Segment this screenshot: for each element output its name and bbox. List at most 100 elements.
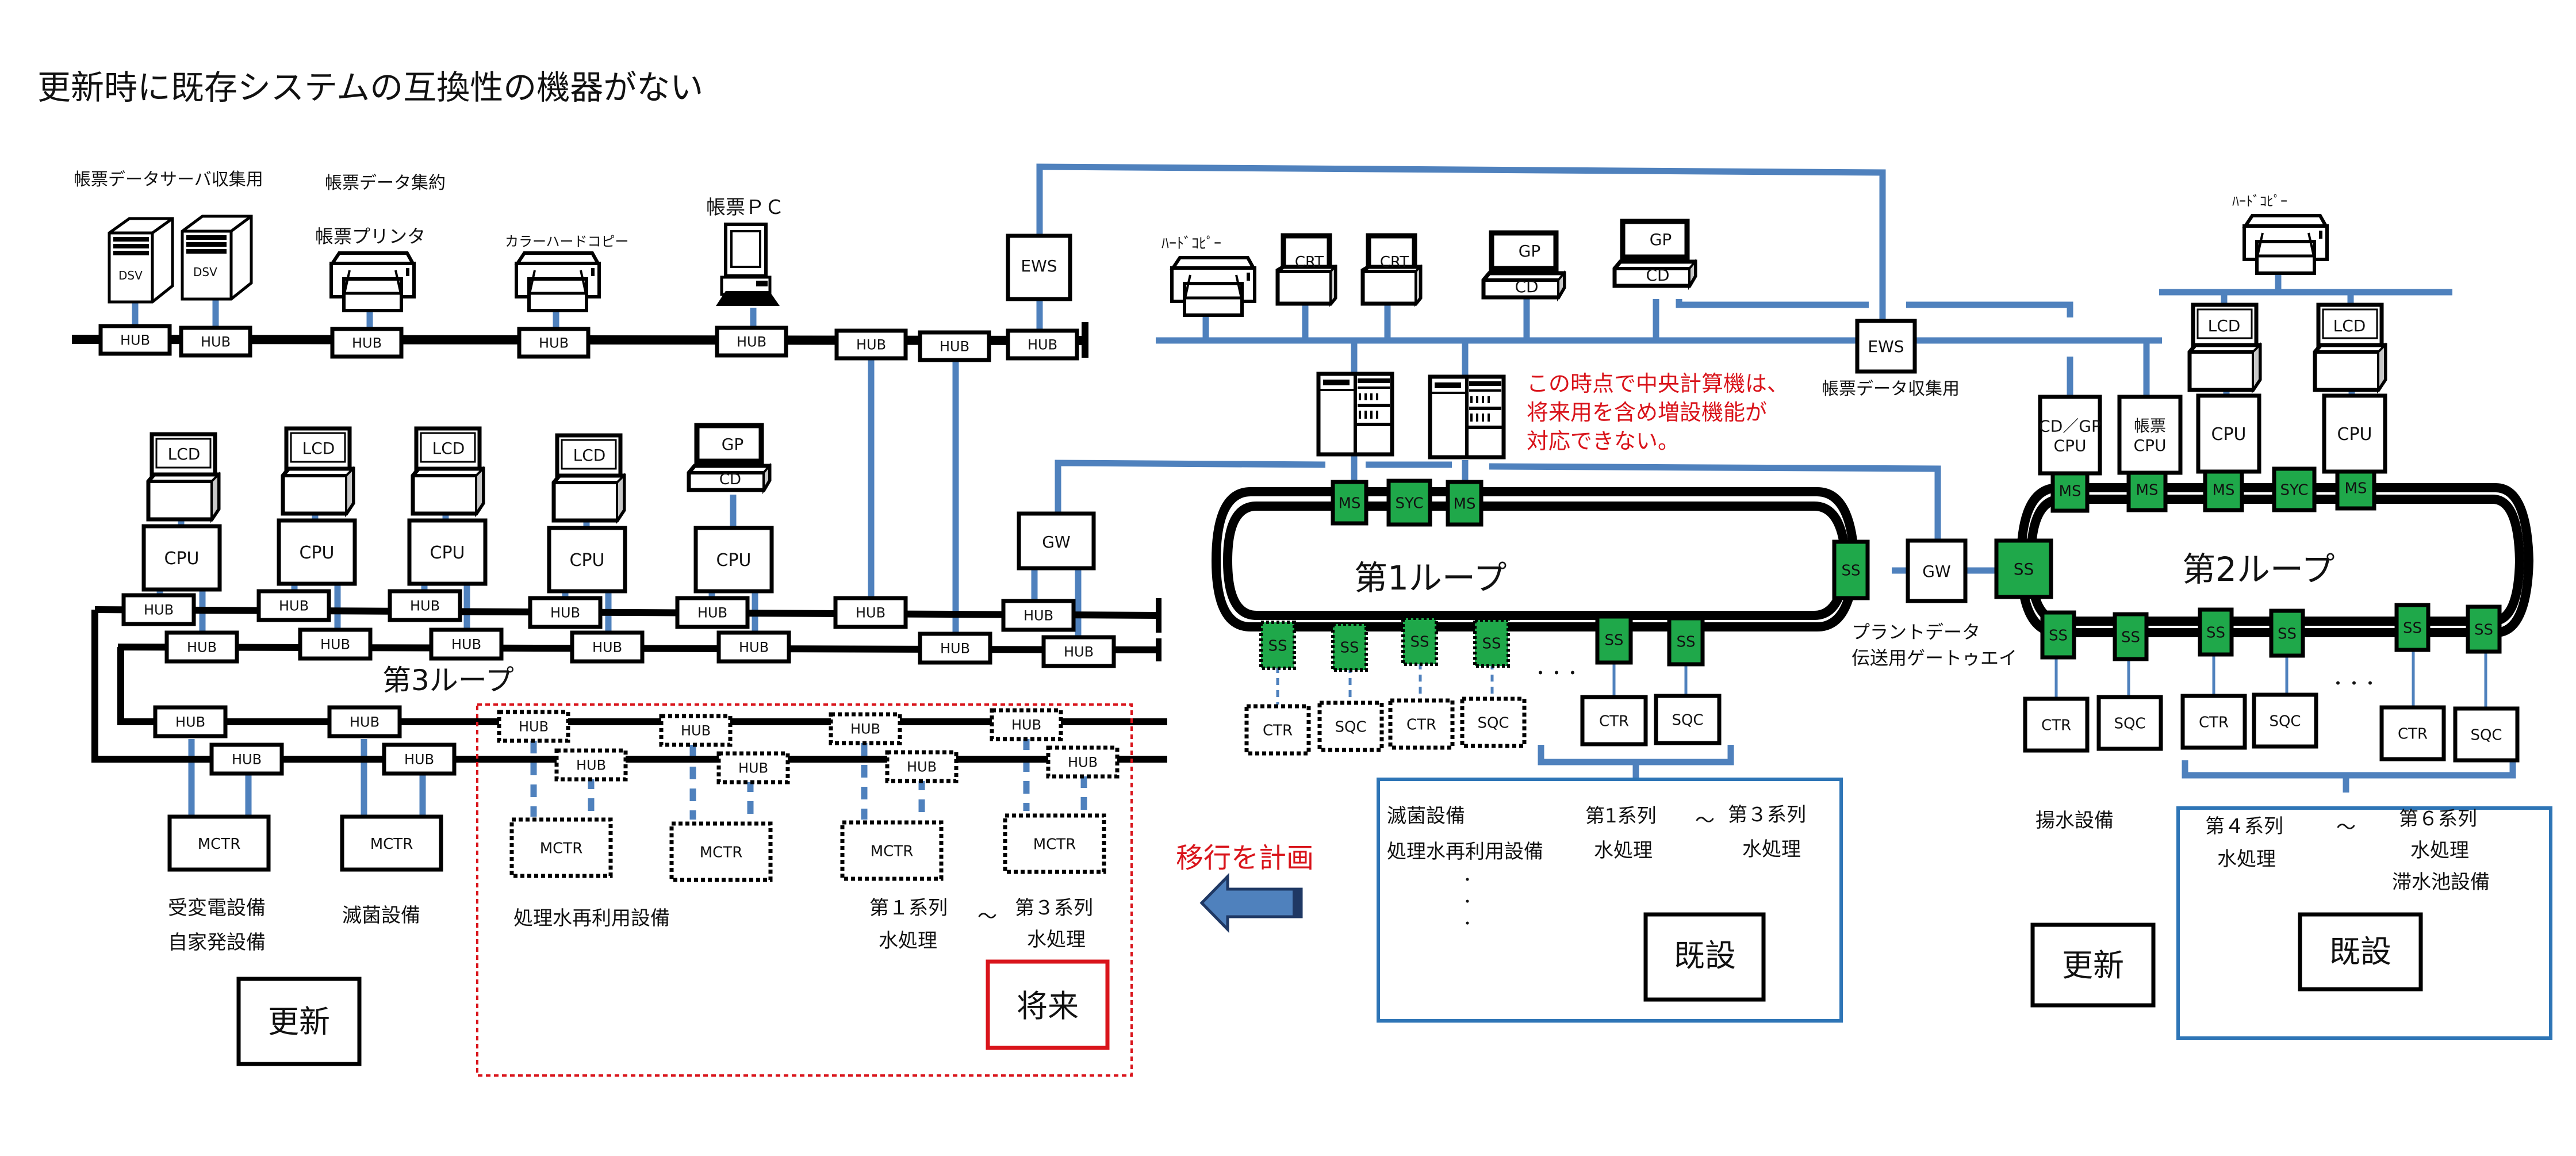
loop2-top-station-3[interactable]: MS [2203,466,2244,512]
hub-top-7[interactable]: HUB [918,330,991,362]
center-hardcopy-printer[interactable] [1172,258,1255,315]
loop1-side-station[interactable]: SS [1832,539,1870,600]
planned-hub-4[interactable]: HUB [990,708,1063,741]
loop3-hub-12[interactable]: HUB [716,630,791,664]
hub-top-8[interactable]: HUB [1006,328,1079,361]
right-lcd-2[interactable]: LCD [2315,305,2385,390]
loop3-hub-17[interactable]: HUB [209,742,284,776]
planned-hub-7[interactable]: HUB [885,750,959,783]
crt-terminal-1[interactable]: CRT [1278,236,1335,304]
loop1-existing-station-1[interactable]: SS [1595,614,1633,665]
loop2-terminal-5[interactable]: CTR [2379,705,2446,761]
loop1-top-station-3[interactable]: MS [1446,480,1483,527]
loop2-top-station-4[interactable]: SYC [2272,466,2317,512]
loop1-existing-terminal-1[interactable]: CTR [1580,695,1648,747]
loop1-planned-terminal-1[interactable]: CTR [1244,704,1311,756]
report-pc[interactable] [716,223,780,306]
loop3-hub-15[interactable]: HUB [153,705,228,738]
loop2-terminal-6[interactable]: SQC [2453,706,2520,763]
central-computer-1[interactable] [1318,374,1392,454]
hub-top-1[interactable]: HUB [98,324,172,356]
loop3-cpu-5[interactable]: CPU [693,526,774,594]
mctr-existing-1[interactable]: MCTR [167,814,271,872]
loop1-planned-terminal-3[interactable]: CTR [1388,698,1455,750]
loop3-cpu-2[interactable]: CPU [277,518,357,586]
planned-hub-2[interactable]: HUB [659,714,733,747]
loop2-cpu-4[interactable]: CPU [2322,393,2387,474]
plant-gateway[interactable]: GW [1906,538,1968,603]
loop3-lcd-4[interactable]: LCD [554,435,624,520]
loop3-lcd-3[interactable]: LCD [413,428,483,514]
loop2-side-station[interactable]: SS [1994,538,2053,599]
loop2-bottom-station-6[interactable]: SS [2466,604,2502,654]
loop3-hub-1[interactable]: HUB [121,593,196,626]
loop2-bottom-station-4[interactable]: SS [2269,608,2305,658]
loop3-hub-5[interactable]: HUB [675,596,750,629]
loop1-existing-station-2[interactable]: SS [1667,616,1705,667]
loop1-planned-station-4[interactable]: SS [1473,618,1510,668]
loop3-cpu-3[interactable]: CPU [407,518,488,586]
loop3-hub-7[interactable]: HUB [1001,599,1076,632]
loop2-bottom-station-2[interactable]: SS [2113,612,2149,661]
loop3-hub-8[interactable]: HUB [164,630,239,664]
loop2-terminal-1[interactable]: CTR [2023,696,2090,753]
loop2-terminal-3[interactable]: CTR [2180,694,2247,750]
loop1-top-station-1[interactable]: MS [1331,480,1368,526]
hub-top-2[interactable]: HUB [179,326,252,358]
planned-mctr-3[interactable]: MCTR [840,820,944,881]
loop3-gateway[interactable]: GW [1017,511,1096,571]
loop3-cpu-1[interactable]: CPU [141,524,222,592]
loop3-hub-11[interactable]: HUB [570,630,645,664]
loop3-lcd-1[interactable]: LCD [148,434,218,519]
loop3-hub-4[interactable]: HUB [528,596,603,629]
loop2-top-station-5[interactable]: MS [2335,465,2376,511]
planned-hub-5[interactable]: HUB [554,748,628,782]
planned-hub-8[interactable]: HUB [1046,745,1120,779]
planned-hub-1[interactable]: HUB [497,710,570,743]
loop3-hub-6[interactable]: HUB [833,596,908,629]
server-dsv-1[interactable]: DSV [108,217,174,304]
loop2-bottom-station-3[interactable]: SS [2198,607,2234,657]
loop3-hub-10[interactable]: HUB [429,627,504,661]
hub-top-6[interactable]: HUB [834,328,908,361]
report-printer[interactable] [331,253,414,311]
hub-top-4[interactable]: HUB [517,327,591,359]
loop2-terminal-2[interactable]: SQC [2096,695,2163,751]
gp-cd-console-1[interactable]: GP CD [1483,233,1564,297]
planned-mctr-2[interactable]: MCTR [669,821,773,882]
crt-terminal-2[interactable]: CRT [1363,236,1420,304]
loop3-cpu-4[interactable]: CPU [547,526,627,594]
planned-hub-3[interactable]: HUB [829,712,902,745]
hub-top-3[interactable]: HUB [330,327,404,359]
planned-mctr-4[interactable]: MCTR [1003,813,1106,874]
loop2-cpu-3[interactable]: CPU [2196,393,2261,474]
loop3-lcd-2[interactable]: LCD [283,428,353,514]
loop1-planned-terminal-2[interactable]: SQC [1317,701,1384,752]
loop1-existing-terminal-2[interactable]: SQC [1654,694,1722,745]
loop2-bottom-station-5[interactable]: SS [2394,603,2431,652]
loop3-hub-3[interactable]: HUB [388,589,462,622]
hub-top-5[interactable]: HUB [715,326,788,358]
loop2-top-station-2[interactable]: MS [2126,466,2168,512]
loop1-planned-station-3[interactable]: SS [1401,617,1438,666]
central-computer-2[interactable] [1430,377,1504,457]
ews-top[interactable]: EWS [1006,234,1072,301]
gp-cd-console-2[interactable]: GP CD [1615,221,1695,286]
loop2-bottom-station-1[interactable]: SS [2040,610,2076,660]
loop3-hub-2[interactable]: HUB [256,589,331,622]
loop3-hub-16[interactable]: HUB [327,705,402,738]
loop3-hub-18[interactable]: HUB [382,742,457,776]
right-hardcopy-printer[interactable] [2244,216,2327,273]
ews-right[interactable]: EWS [1855,319,1917,374]
color-hardcopy-printer[interactable] [516,253,599,311]
loop2-terminal-4[interactable]: SQC [2252,692,2318,749]
loop2-top-station-1[interactable]: MS [2050,468,2090,513]
right-lcd-1[interactable]: LCD [2190,305,2260,390]
loop1-planned-terminal-4[interactable]: SQC [1460,696,1527,748]
loop1-planned-station-1[interactable]: SS [1259,621,1296,670]
planned-hub-6[interactable]: HUB [716,751,790,784]
loop3-hub-14[interactable]: HUB [1041,635,1116,668]
loop3-hub-9[interactable]: HUB [298,627,373,661]
